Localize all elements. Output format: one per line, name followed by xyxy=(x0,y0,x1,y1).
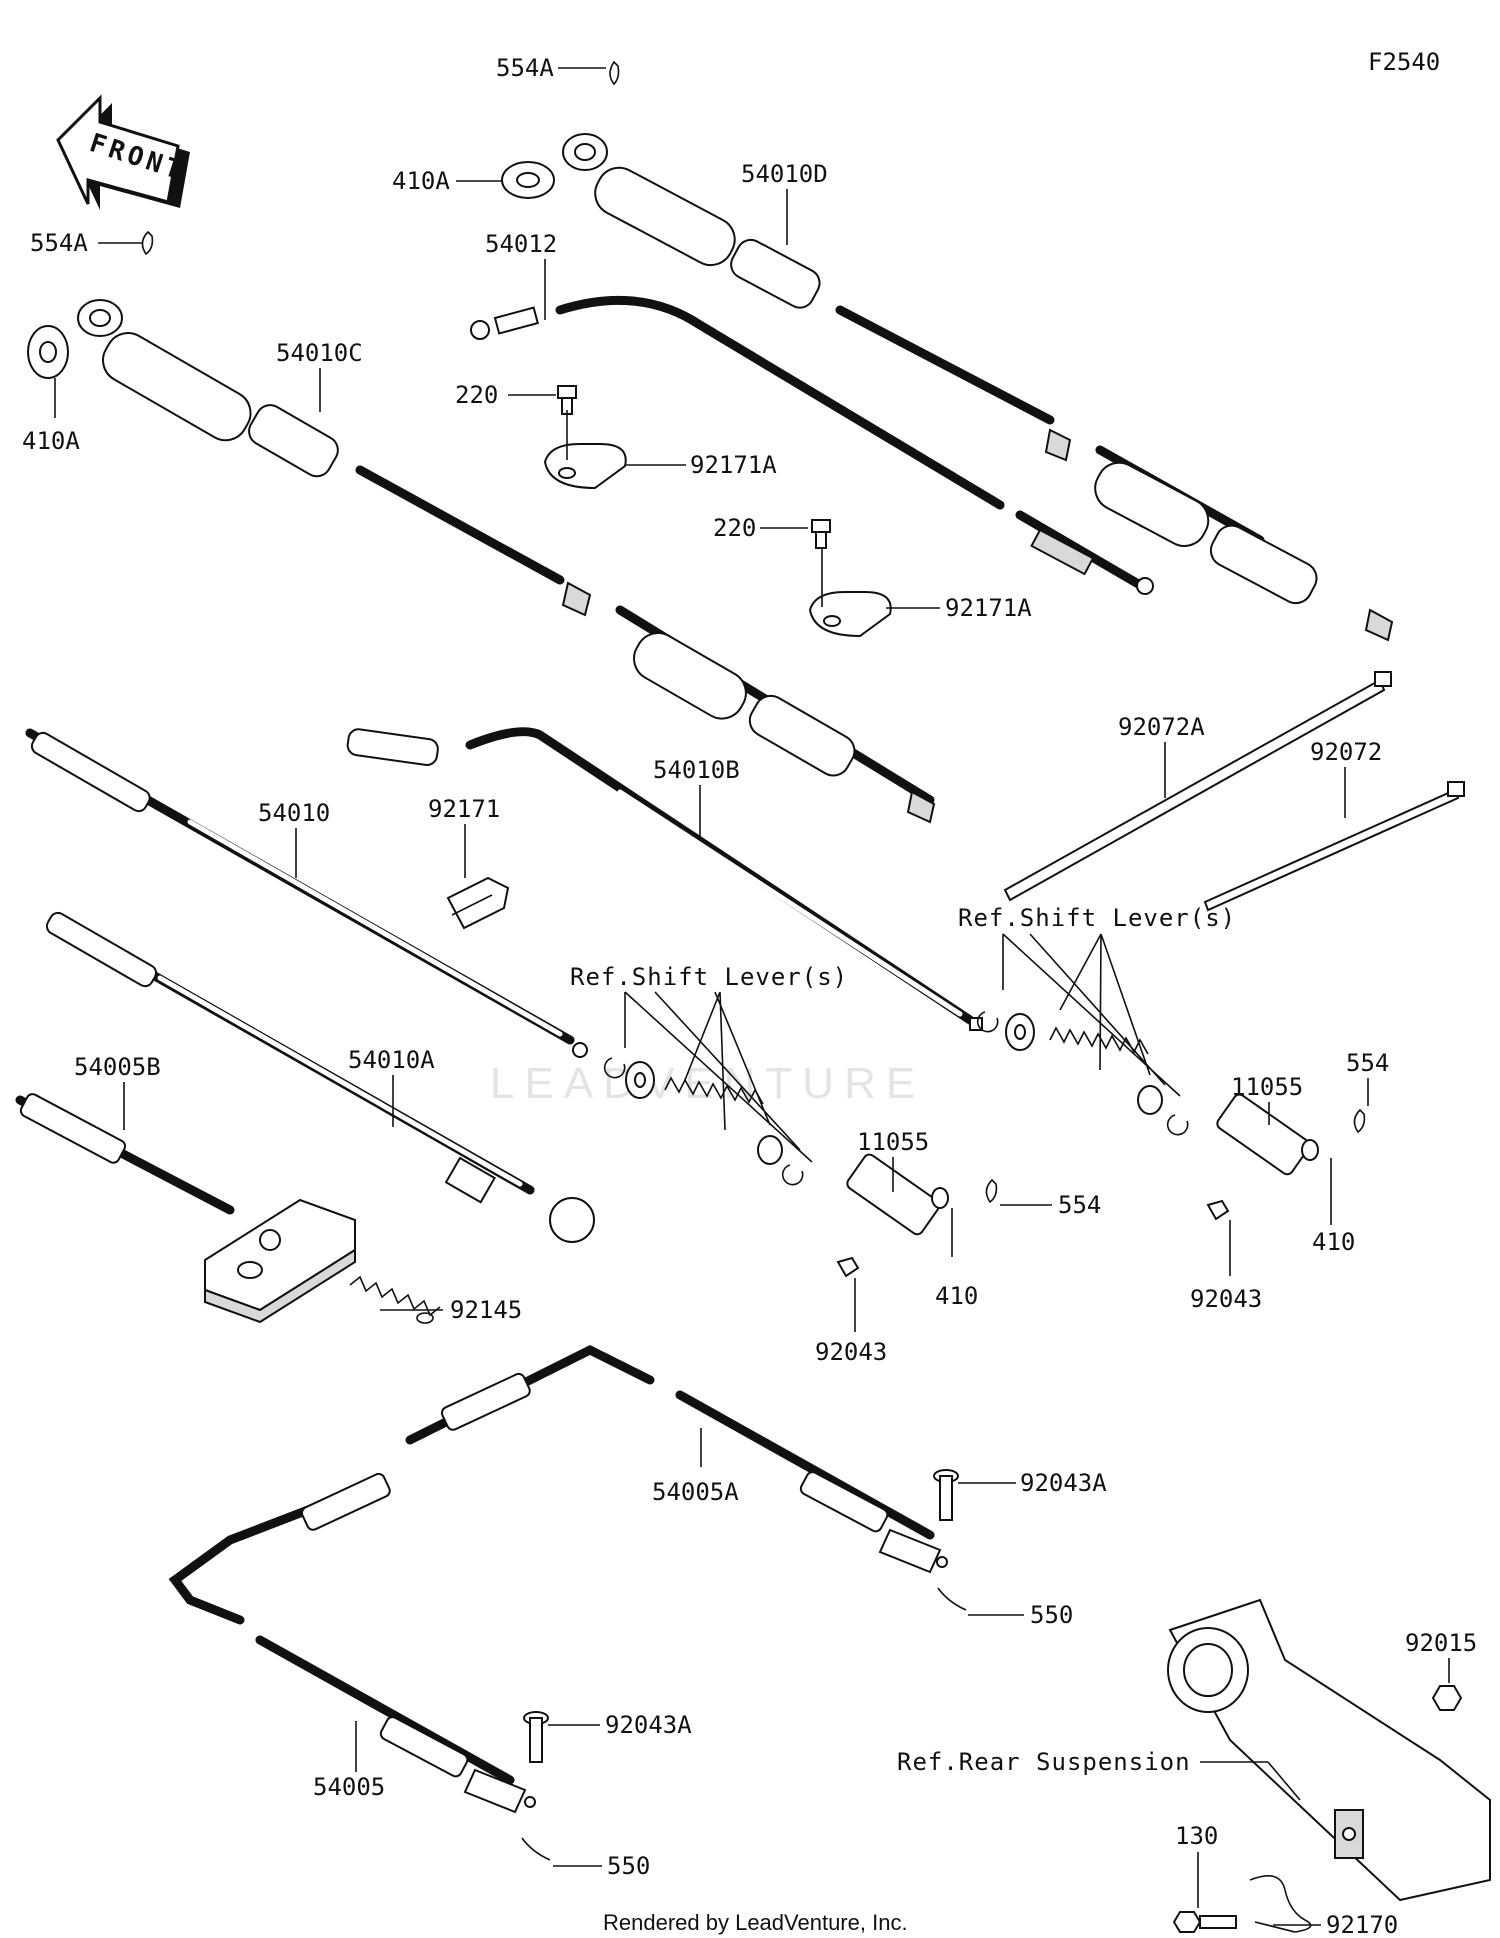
callout-54010c: 54010C xyxy=(276,339,363,367)
callout-554a-top: 554A xyxy=(496,54,554,82)
cable-54005b xyxy=(15,1093,356,1324)
boot-54010d-bottom xyxy=(1094,461,1318,605)
pin-92043a-a xyxy=(933,1469,959,1521)
callout-54010a: 54010A xyxy=(348,1046,435,1074)
callout-92043a-a: 92043A xyxy=(1020,1469,1107,1497)
callout-92015: 92015 xyxy=(1405,1629,1477,1657)
callout-92043-b: 92043 xyxy=(1190,1285,1262,1313)
callout-92170: 92170 xyxy=(1326,1911,1398,1938)
callout-554a-left: 554A xyxy=(30,229,88,257)
boot-54010d-top xyxy=(594,166,821,309)
clamp-92171a-b xyxy=(808,591,892,638)
ref-shift-lever-left: Ref.Shift Lever(s) xyxy=(570,963,848,991)
callouts: 554A 410A 54010D 554A 54012 410A 54010C … xyxy=(22,54,1477,1938)
callout-92043-a: 92043 xyxy=(815,1338,887,1366)
callout-554-right: 554 xyxy=(1346,1049,1389,1077)
screw-220-a xyxy=(557,385,577,415)
washer-410a-top xyxy=(501,161,555,199)
nut-92015 xyxy=(1431,1685,1463,1711)
callout-92072: 92072 xyxy=(1310,738,1382,766)
front-arrow-icon: FRONT xyxy=(56,94,190,210)
callout-54010: 54010 xyxy=(258,799,330,827)
cable-54010 xyxy=(25,728,588,1058)
callout-92145: 92145 xyxy=(450,1296,522,1324)
shift-lever-assembly-right xyxy=(976,1011,1319,1221)
leader-lines xyxy=(54,67,1450,1926)
clamp-92171a-a xyxy=(543,443,627,490)
rear-suspension-bracket xyxy=(1167,1598,1491,1902)
cotter-pin-550-a xyxy=(937,1587,967,1611)
cable-tie-92072 xyxy=(1203,781,1465,912)
clip-554-right xyxy=(1353,1108,1366,1134)
callout-92171a-b: 92171A xyxy=(945,594,1032,622)
clip-554a-top xyxy=(609,60,620,86)
callout-92171: 92171 xyxy=(428,795,500,823)
cable-tie-92072a xyxy=(1003,671,1392,902)
clamp-92171 xyxy=(446,876,510,930)
callout-410-a: 410 xyxy=(935,1282,978,1310)
cable-54010a xyxy=(45,911,595,1243)
footer-credit: Rendered by LeadVenture, Inc. xyxy=(603,1910,908,1935)
callout-92171a-a: 92171A xyxy=(690,451,777,479)
callout-54010b: 54010B xyxy=(653,756,740,784)
callout-11055-b: 11055 xyxy=(1231,1073,1303,1101)
callout-220-a: 220 xyxy=(455,381,498,409)
washer-410a-left xyxy=(27,325,69,379)
callout-410-b: 410 xyxy=(1312,1228,1355,1256)
callout-92043a-b: 92043A xyxy=(605,1711,692,1739)
ref-shift-lever-right: Ref.Shift Lever(s) xyxy=(958,904,1236,932)
callout-54005a: 54005A xyxy=(652,1478,739,1506)
cable-54005a xyxy=(405,1344,948,1574)
callout-54012: 54012 xyxy=(485,230,557,258)
cable-54010d xyxy=(562,133,1394,642)
ref-rear-suspension: Ref.Rear Suspension xyxy=(897,1748,1191,1776)
spring-92145 xyxy=(349,1275,441,1324)
diagram-id: F2540 xyxy=(1368,48,1440,76)
callout-130: 130 xyxy=(1175,1822,1218,1850)
callout-550-a: 550 xyxy=(1030,1601,1073,1629)
shift-lever-assembly-left xyxy=(603,1057,949,1278)
clip-554-mid xyxy=(985,1178,998,1204)
cotter-pin-550-b xyxy=(521,1837,551,1861)
cable-54012 xyxy=(470,295,1154,595)
screw-220-b xyxy=(811,519,831,549)
clip-92170 xyxy=(1249,1874,1312,1933)
callout-554-mid: 554 xyxy=(1058,1191,1101,1219)
callout-92072a: 92072A xyxy=(1118,713,1205,741)
clip-554a-left xyxy=(141,230,154,256)
cable-54005 xyxy=(168,1472,536,1814)
cable-54010b xyxy=(346,727,983,1031)
callout-54005b: 54005B xyxy=(74,1053,161,1081)
callout-220-b: 220 xyxy=(713,514,756,542)
bolt-130 xyxy=(1172,1911,1237,1933)
watermark: LEADVENTURE xyxy=(490,1059,925,1108)
cable-54010c xyxy=(77,299,936,824)
callout-54005: 54005 xyxy=(313,1773,385,1801)
callout-410a-top: 410A xyxy=(392,167,450,195)
pin-92043a-b xyxy=(523,1711,549,1763)
callout-410a-left: 410A xyxy=(22,427,80,455)
callout-11055-a: 11055 xyxy=(857,1128,929,1156)
callout-54010d: 54010D xyxy=(741,160,828,188)
callout-550-b: 550 xyxy=(607,1852,650,1880)
